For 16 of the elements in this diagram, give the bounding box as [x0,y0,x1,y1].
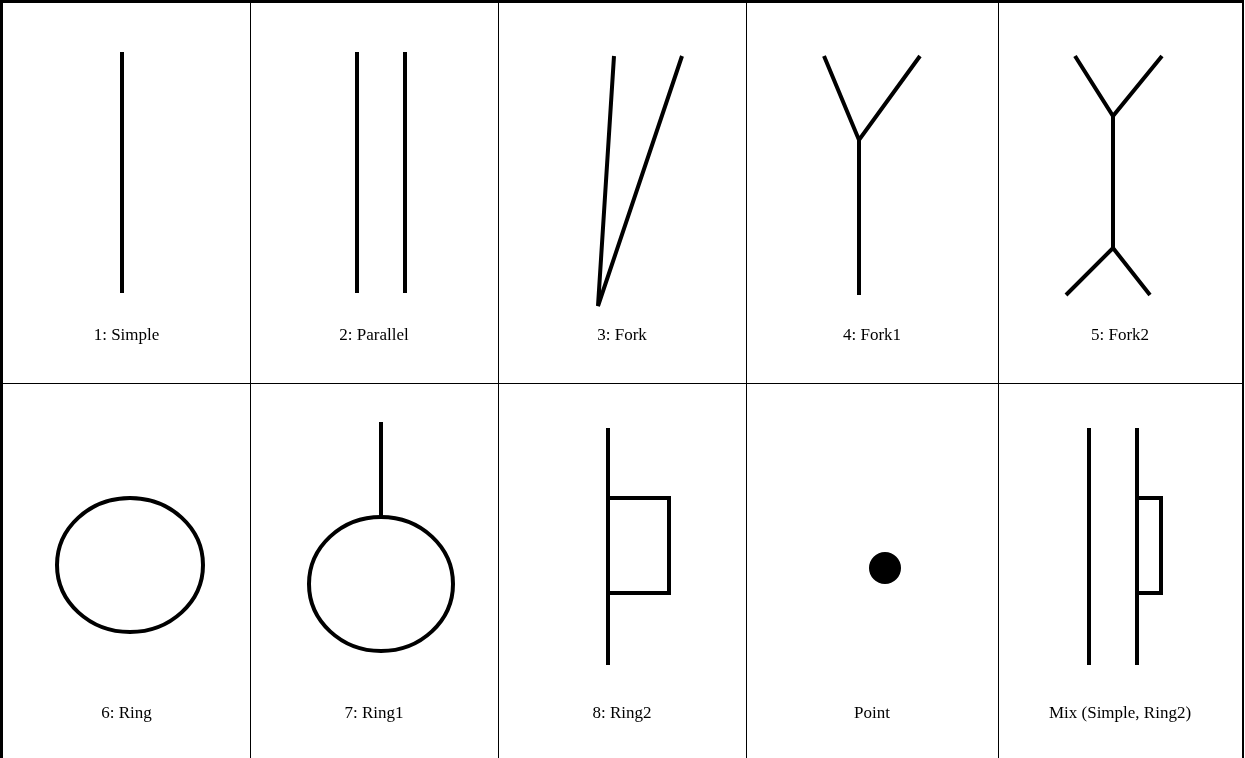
cell-caption: 2: Parallel [338,324,410,346]
cell-caption: 4: Fork1 [841,324,903,346]
cell-caption: 7: Ring1 [343,702,405,724]
cell-caption: 1: Simple [92,324,161,346]
cell-caption: Point [853,702,891,724]
table-cell [0,383,251,758]
table-cell [498,0,747,384]
table-cell [746,0,999,384]
table-cell [998,0,1244,384]
cell-caption: 3: Fork [596,324,648,346]
table-cell [0,0,251,384]
cell-caption: 5: Fork2 [1089,324,1151,346]
cell-caption: Mix (Simple, Ring2) [1047,702,1193,724]
cell-caption: 6: Ring [100,702,153,724]
table-cell [250,0,499,384]
cell-caption: 8: Ring2 [591,702,653,724]
